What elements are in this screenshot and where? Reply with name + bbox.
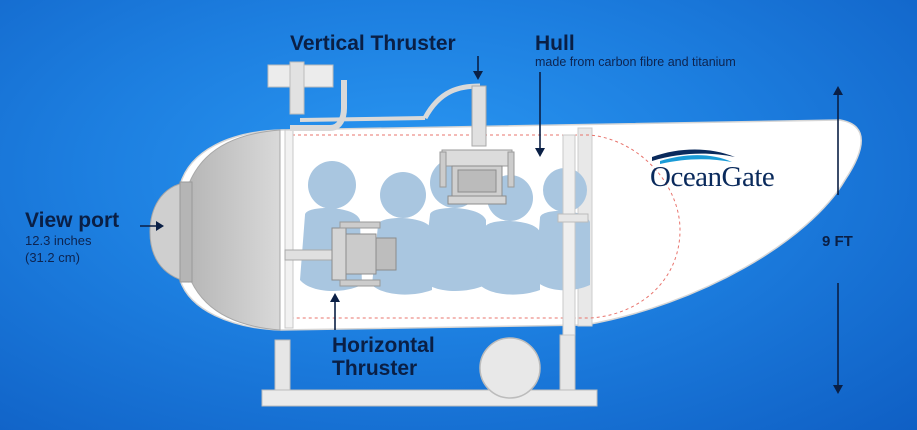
- top-tank-mount: [289, 61, 305, 115]
- view-port-ring: [179, 181, 193, 283]
- horizontal-thruster: [284, 221, 397, 287]
- vertical-thruster: [439, 85, 515, 205]
- hull-label: Hull: [535, 32, 575, 55]
- view-port-dome: [149, 181, 189, 283]
- view-port-size-cm: (31.2 cm): [25, 250, 80, 265]
- height-dimension-arrow: [833, 86, 843, 394]
- view-port-size-inches: 12.3 inches: [25, 233, 92, 248]
- view-port-label: View port: [25, 209, 120, 232]
- vertical-thruster-label: Vertical Thruster: [290, 32, 456, 55]
- logo-wordmark: OceanGate: [650, 161, 775, 193]
- wave-logo-icon: [652, 149, 735, 164]
- height-dimension-label: 9 FT: [822, 233, 853, 250]
- horizontal-thruster-arrow: [330, 293, 340, 330]
- horizontal-thruster-label-line2: Thruster: [332, 357, 418, 380]
- ballast-sphere: [479, 337, 541, 399]
- hull-arrow: [535, 72, 545, 157]
- callout-arrows: [140, 56, 843, 394]
- cabin-outline: [291, 134, 681, 319]
- hull-material-label: made from carbon fibre and titanium: [535, 55, 736, 69]
- internal-frame: [284, 129, 589, 336]
- horizontal-thruster-label-line1: Horizontal: [332, 334, 435, 357]
- occupant: [372, 172, 432, 295]
- oceangate-logo: OceanGate: [650, 145, 810, 200]
- view-port-arrow: [140, 221, 164, 231]
- vertical-thruster-arrow: [473, 56, 483, 80]
